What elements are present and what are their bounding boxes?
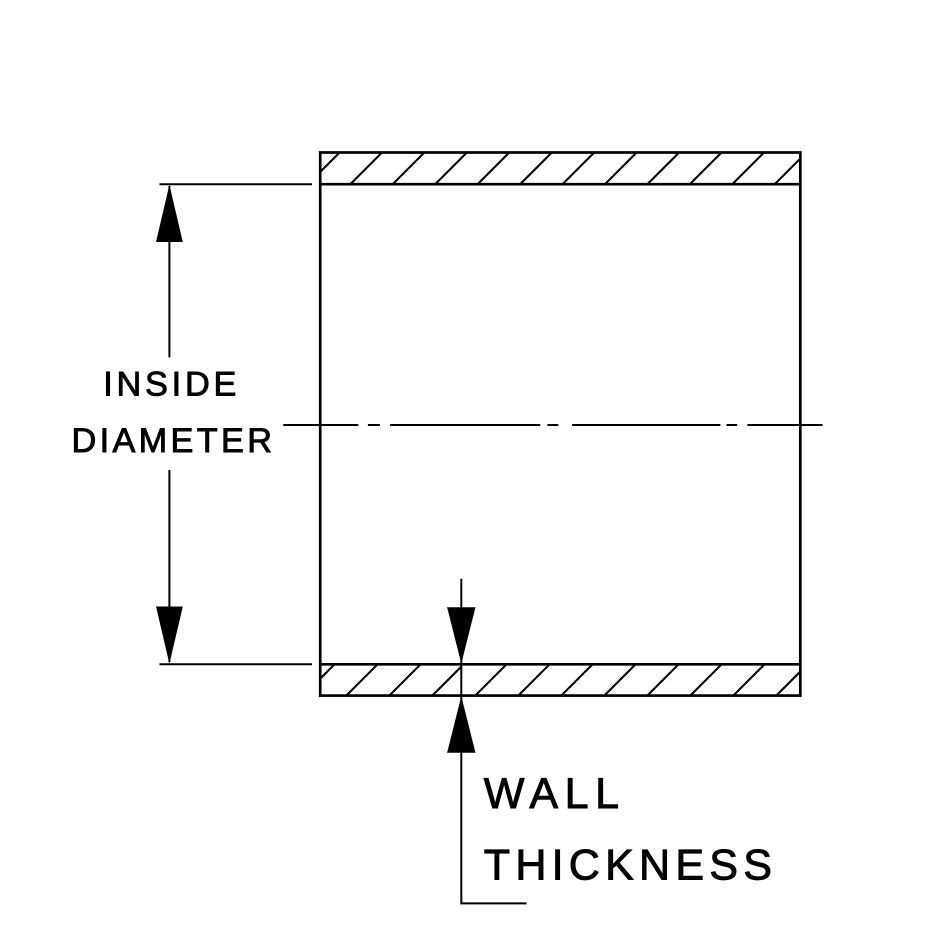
svg-text:DIAMETER: DIAMETER [72,422,273,460]
svg-text:THICKNESS: THICKNESS [484,841,772,889]
svg-text:WALL: WALL [484,770,619,818]
svg-text:INSIDE: INSIDE [103,365,236,403]
